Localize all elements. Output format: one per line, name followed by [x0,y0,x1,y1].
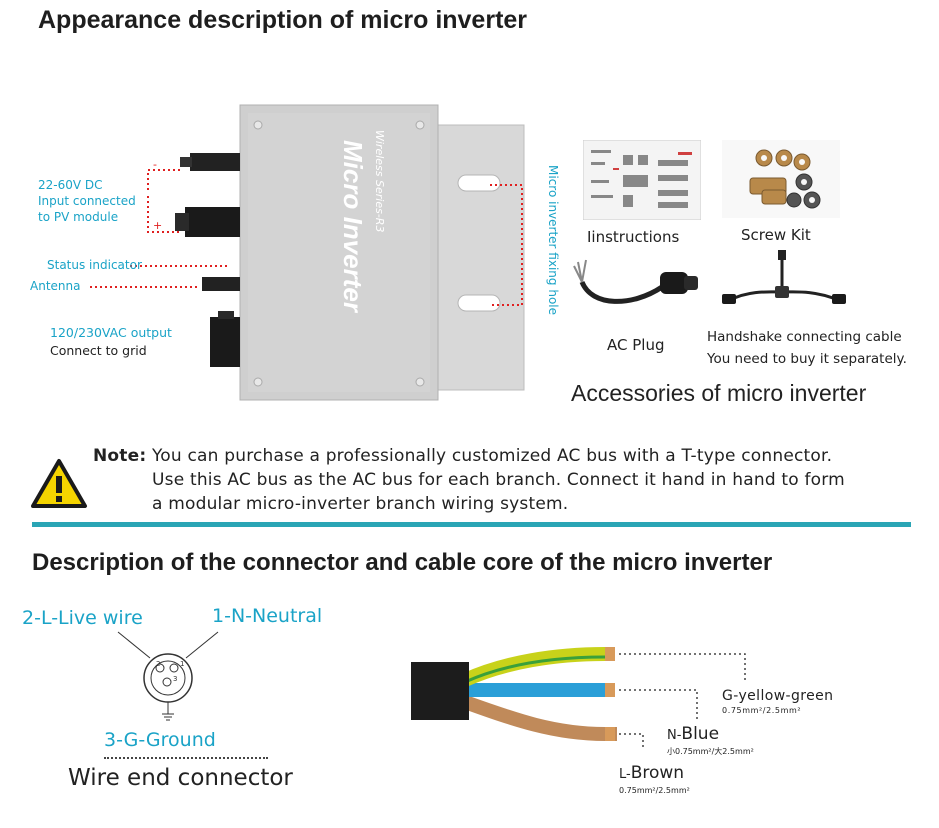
warning-icon [31,459,87,508]
ac-output-label: 120/230VAC output [50,325,172,340]
section-title-connector: Description of the connector and cable c… [32,549,773,576]
pin-1-label: 1 [180,660,185,668]
accessory-screw-kit-label: Screw Kit [741,226,811,244]
live-wire-name: L-Brown [619,763,684,783]
neutral-wire-color: Blue [681,724,720,744]
leader-lines [90,169,523,306]
live-wire-color: Brown [630,763,685,783]
screw-kit-image [722,140,840,218]
live-wire-prefix: L- [619,767,631,782]
neutral-wire-spec: 小0.75mm²/大2.5mm² [667,747,754,756]
pin-3-label: 3 [173,675,178,683]
handshake-cable-image [722,250,846,304]
minus-sign: - [153,158,157,171]
live-wire-label: 2-L-Live wire [22,607,143,629]
note-line-1: Note: You can purchase a professionally … [93,446,832,466]
cable-core-diagram [411,647,746,750]
dc-input-label-1: 22-60V DC [38,178,103,192]
pin-2-label: 2 [156,660,161,668]
plus-sign: + [153,219,163,232]
micro-inverter-illustration [175,104,525,401]
accessories-title: Accessories of micro inverter [571,380,867,406]
ac-plug-image [573,259,698,304]
dc-input-label-2: Input connected [38,194,136,208]
accessory-instructions-label: Iinstructions [587,228,680,246]
section-divider [32,522,911,527]
ground-wire-name: G-yellow-green [722,688,834,704]
wire-end-connector-diagram [117,631,219,721]
ground-wire-spec: 0.75mm²/2.5mm² [722,706,802,715]
fixing-hole-label: Micro inverter fixing hole [546,165,560,315]
note-line-3: a modular micro-inverter branch wiring s… [152,494,569,514]
wire-end-connector-caption: Wire end connector [68,765,293,791]
neutral-label: 1-N-Neutral [212,605,323,627]
antenna-label: Antenna [30,279,81,293]
note-text-1: You can purchase a professionally custom… [151,446,833,466]
section-title-appearance: Appearance description of micro inverter [38,6,528,34]
ground-label: 3-G-Ground [104,729,216,751]
note-line-2: Use this AC bus as the AC bus for each b… [152,470,845,490]
live-wire-spec: 0.75mm²/2.5mm² [619,786,690,795]
dc-input-label-3: to PV module [38,210,119,224]
note-prefix: Note: [93,446,147,466]
neutral-wire-prefix: N- [667,728,682,743]
status-indicator-label: Status indicator [47,258,142,272]
neutral-wire-name: N-Blue [667,724,719,744]
connect-grid-label: Connect to grid [50,343,147,358]
accessory-handshake-label: Handshake connecting cable [707,329,902,345]
accessory-handshake-note: You need to buy it separately. [707,351,907,367]
accessory-ac-plug-label: AC Plug [607,336,665,354]
instructions-image [583,140,701,220]
ground-underline [104,757,268,759]
